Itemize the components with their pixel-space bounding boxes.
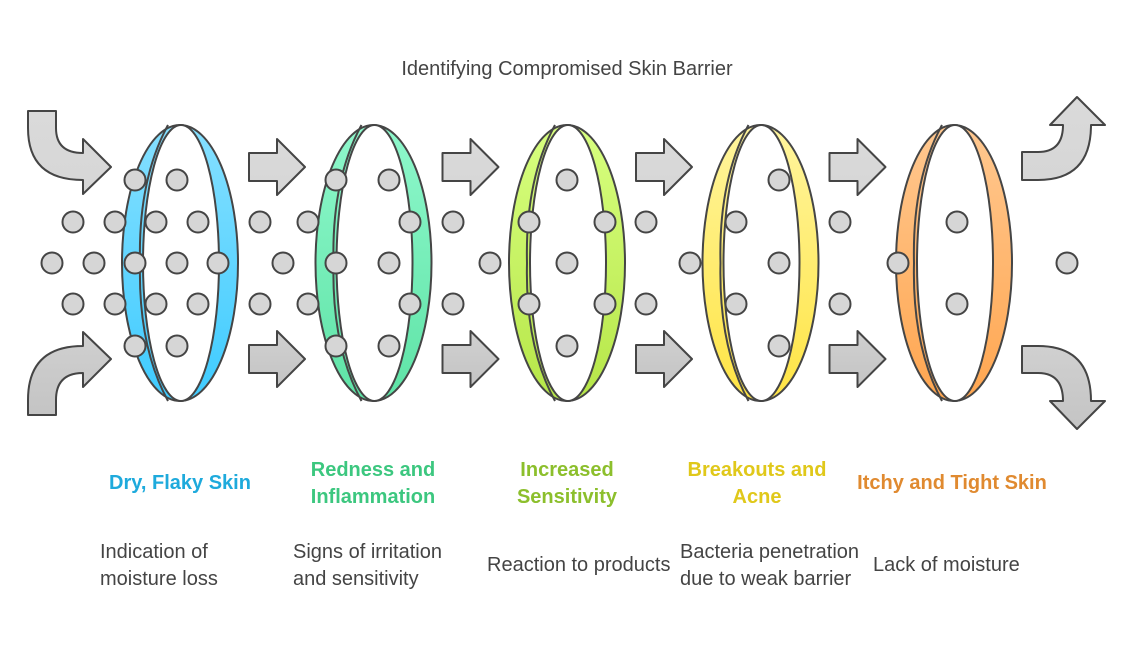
particle-dot-icon bbox=[40, 251, 64, 275]
particle-dot-icon bbox=[377, 334, 401, 358]
particle-dot-icon bbox=[517, 292, 541, 316]
particle-dot-icon bbox=[324, 334, 348, 358]
particle-dot-icon bbox=[271, 251, 295, 275]
particle-dot-icon bbox=[555, 168, 579, 192]
particle-dot-icon bbox=[724, 210, 748, 234]
arrow-right-icon-bottom bbox=[828, 330, 887, 388]
stage-description: Reaction to products bbox=[487, 554, 671, 577]
stage-description: Lack of moisture bbox=[873, 554, 1020, 577]
particle-dot-icon bbox=[767, 168, 791, 192]
particle-dot-icon bbox=[296, 292, 320, 316]
particle-dot-icon bbox=[828, 210, 852, 234]
particle-dot-icon bbox=[123, 251, 147, 275]
arrow-right-icon-top bbox=[635, 138, 693, 196]
particle-dot-icon bbox=[678, 251, 702, 275]
stage-title: Dry, Flaky Skin bbox=[109, 472, 251, 494]
particle-dot-icon bbox=[123, 334, 147, 358]
stage-title: Itchy and Tight Skin bbox=[857, 472, 1047, 494]
filter-ring-icon bbox=[895, 124, 1013, 402]
particle-dot-icon bbox=[123, 168, 147, 192]
particle-dot-icon bbox=[593, 292, 617, 316]
particle-dot-icon bbox=[767, 251, 791, 275]
curved-arrow-in-bottom-icon bbox=[27, 331, 112, 416]
particle-dot-icon bbox=[103, 210, 127, 234]
arrow-right-icon-top bbox=[248, 138, 306, 196]
arrow-right-icon-bottom bbox=[248, 330, 306, 388]
filter-ring-icon bbox=[701, 124, 820, 402]
particle-dot-icon bbox=[724, 292, 748, 316]
curved-arrow-in-top-icon bbox=[27, 110, 112, 195]
particle-dot-icon bbox=[144, 210, 168, 234]
diagram-title: Identifying Compromised Skin Barrier bbox=[401, 58, 733, 80]
particle-dot-icon bbox=[61, 210, 85, 234]
particle-dot-icon bbox=[517, 210, 541, 234]
stage-title: Increased Sensitivity bbox=[516, 458, 618, 508]
particle-dot-icon bbox=[555, 251, 579, 275]
stage-title: Breakouts and Acne bbox=[687, 458, 827, 508]
particle-dot-icon bbox=[165, 334, 189, 358]
stage-description: Indication of moisture loss bbox=[100, 540, 218, 591]
particle-dot-icon bbox=[398, 210, 422, 234]
particle-dot-icon bbox=[398, 292, 422, 316]
particle-dot-icon bbox=[186, 210, 210, 234]
particle-dot-icon bbox=[248, 210, 272, 234]
particle-dot-icon bbox=[634, 210, 658, 234]
filter-ring-icon bbox=[314, 124, 433, 402]
particle-dot-icon bbox=[324, 168, 348, 192]
arrow-right-icon-top bbox=[441, 138, 500, 196]
particle-dot-icon bbox=[377, 168, 401, 192]
particle-dot-icon bbox=[945, 292, 969, 316]
particle-dot-icon bbox=[61, 292, 85, 316]
particle-dot-icon bbox=[1055, 251, 1079, 275]
stage-description: Bacteria penetration due to weak barrier bbox=[680, 540, 860, 591]
particle-dot-icon bbox=[186, 292, 210, 316]
particle-dot-icon bbox=[634, 292, 658, 316]
particle-dot-icon bbox=[478, 251, 502, 275]
particle-dot-icon bbox=[82, 251, 106, 275]
particle-dot-icon bbox=[165, 251, 189, 275]
particle-dot-icon bbox=[767, 334, 791, 358]
particle-dot-icon bbox=[324, 251, 348, 275]
particle-dot-icon bbox=[886, 251, 910, 275]
particle-dot-icon bbox=[441, 292, 465, 316]
particle-dot-icon bbox=[828, 292, 852, 316]
arrow-right-icon-bottom bbox=[441, 330, 500, 388]
particle-dot-icon bbox=[377, 251, 401, 275]
arrow-right-icon-top bbox=[828, 138, 887, 196]
particle-dot-icon bbox=[144, 292, 168, 316]
particle-dot-icon bbox=[441, 210, 465, 234]
particle-dot-icon bbox=[103, 292, 127, 316]
particle-dot-icon bbox=[945, 210, 969, 234]
arrow-right-icon-bottom bbox=[635, 330, 693, 388]
particle-dot-icon bbox=[593, 210, 617, 234]
particle-dot-icon bbox=[555, 334, 579, 358]
curved-arrow-out-bottom-icon bbox=[1021, 345, 1106, 430]
particle-dot-icon bbox=[206, 251, 230, 275]
particle-dot-icon bbox=[296, 210, 320, 234]
stage-title: Redness and Inflammation bbox=[310, 458, 436, 508]
curved-arrow-out-top-icon bbox=[1021, 96, 1106, 181]
particle-dot-icon bbox=[165, 168, 189, 192]
stage-description: Signs of irritation and sensitivity bbox=[293, 540, 442, 591]
particle-dot-icon bbox=[248, 292, 272, 316]
